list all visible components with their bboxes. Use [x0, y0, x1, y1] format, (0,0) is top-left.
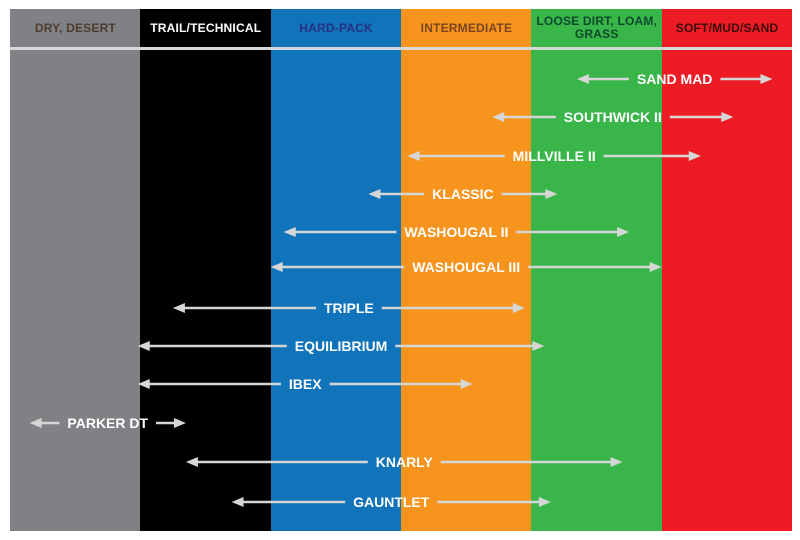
arrowhead-left-icon [407, 151, 420, 161]
arrowhead-left-icon [270, 262, 283, 272]
arrowhead-left-icon [283, 227, 296, 237]
arrowhead-right-icon [545, 189, 558, 199]
arrowhead-right-icon [512, 303, 525, 313]
tire-label: TRIPLE [324, 300, 374, 316]
tire-arrow: SAND MAD [576, 71, 773, 87]
tire-arrow: GAUNTLET [231, 494, 551, 510]
arrowhead-right-icon [460, 379, 473, 389]
tire-arrow: PARKER DT [29, 415, 186, 431]
terrain-chart: DRY, DESERT TRAIL/TECHNICAL HARD-PACK INTER… [10, 9, 793, 531]
terrain-column-label: TRAIL/TECHNICAL [150, 20, 262, 35]
arrowhead-left-icon [137, 341, 150, 351]
terrain-column-label: INTERMEDIATE [420, 20, 513, 35]
terrain-column-label: HARD-PACK [299, 20, 373, 35]
tire-label: WASHOUGAL III [412, 259, 520, 275]
tire-arrow: TRIPLE [172, 300, 525, 316]
tire-label: SAND MAD [637, 71, 712, 87]
arrowhead-left-icon [185, 457, 198, 467]
tire-label: WASHOUGAL II [404, 224, 508, 240]
arrowhead-right-icon [173, 418, 186, 428]
terrain-column-label: LOOSE DIRT, LOAM, GRASS [536, 14, 658, 41]
arrowhead-left-icon [492, 112, 505, 122]
arrowhead-right-icon [610, 457, 623, 467]
terrain-column-4: LOOSE DIRT, LOAM, GRASS [531, 9, 663, 531]
arrowhead-right-icon [688, 151, 701, 161]
tire-label: GAUNTLET [353, 494, 430, 510]
arrowhead-right-icon [532, 341, 545, 351]
terrain-column-label: DRY, DESERT [34, 20, 116, 35]
arrowhead-left-icon [29, 418, 42, 428]
tire-label: PARKER DT [67, 415, 148, 431]
arrowhead-left-icon [137, 379, 150, 389]
tire-label: EQUILIBRIUM [295, 338, 388, 354]
tire-arrow: MILLVILLE II [407, 148, 701, 164]
terrain-column-2: HARD-PACK [270, 9, 402, 531]
tire-label: SOUTHWICK II [564, 109, 662, 125]
arrowhead-right-icon [721, 112, 734, 122]
terrain-column-5: SOFT/MUD/SAND [661, 9, 793, 531]
terrain-column-3: INTERMEDIATE [401, 9, 532, 531]
tire-arrow: EQUILIBRIUM [137, 338, 545, 354]
terrain-column-label: SOFT/MUD/SAND [675, 20, 779, 35]
tire-arrow: KNARLY [185, 454, 623, 470]
tire-label: KNARLY [376, 454, 434, 470]
arrowhead-right-icon [649, 262, 662, 272]
tire-label: IBEX [289, 376, 322, 392]
arrowhead-left-icon [231, 497, 244, 507]
tire-arrow: SOUTHWICK II [492, 109, 734, 125]
tire-arrow: KLASSIC [368, 186, 558, 202]
arrowhead-left-icon [576, 74, 589, 84]
tire-label: MILLVILLE II [513, 148, 596, 164]
header-divider [10, 47, 792, 50]
tire-range-arrows: SAND MAD SOUTHWICK II MILLVILLE II KLASSIC W… [29, 71, 773, 510]
arrowhead-right-icon [538, 497, 551, 507]
arrowhead-left-icon [368, 189, 381, 199]
arrowhead-right-icon [760, 74, 773, 84]
arrowhead-left-icon [172, 303, 185, 313]
tire-arrow: WASHOUGAL II [283, 224, 630, 240]
tire-arrow: WASHOUGAL III [270, 259, 662, 275]
arrowhead-right-icon [617, 227, 630, 237]
terrain-column-1: TRAIL/TECHNICAL [140, 9, 272, 531]
tire-label: KLASSIC [432, 186, 493, 202]
terrain-column-0: DRY, DESERT [10, 9, 141, 531]
tire-arrow: IBEX [137, 376, 473, 392]
